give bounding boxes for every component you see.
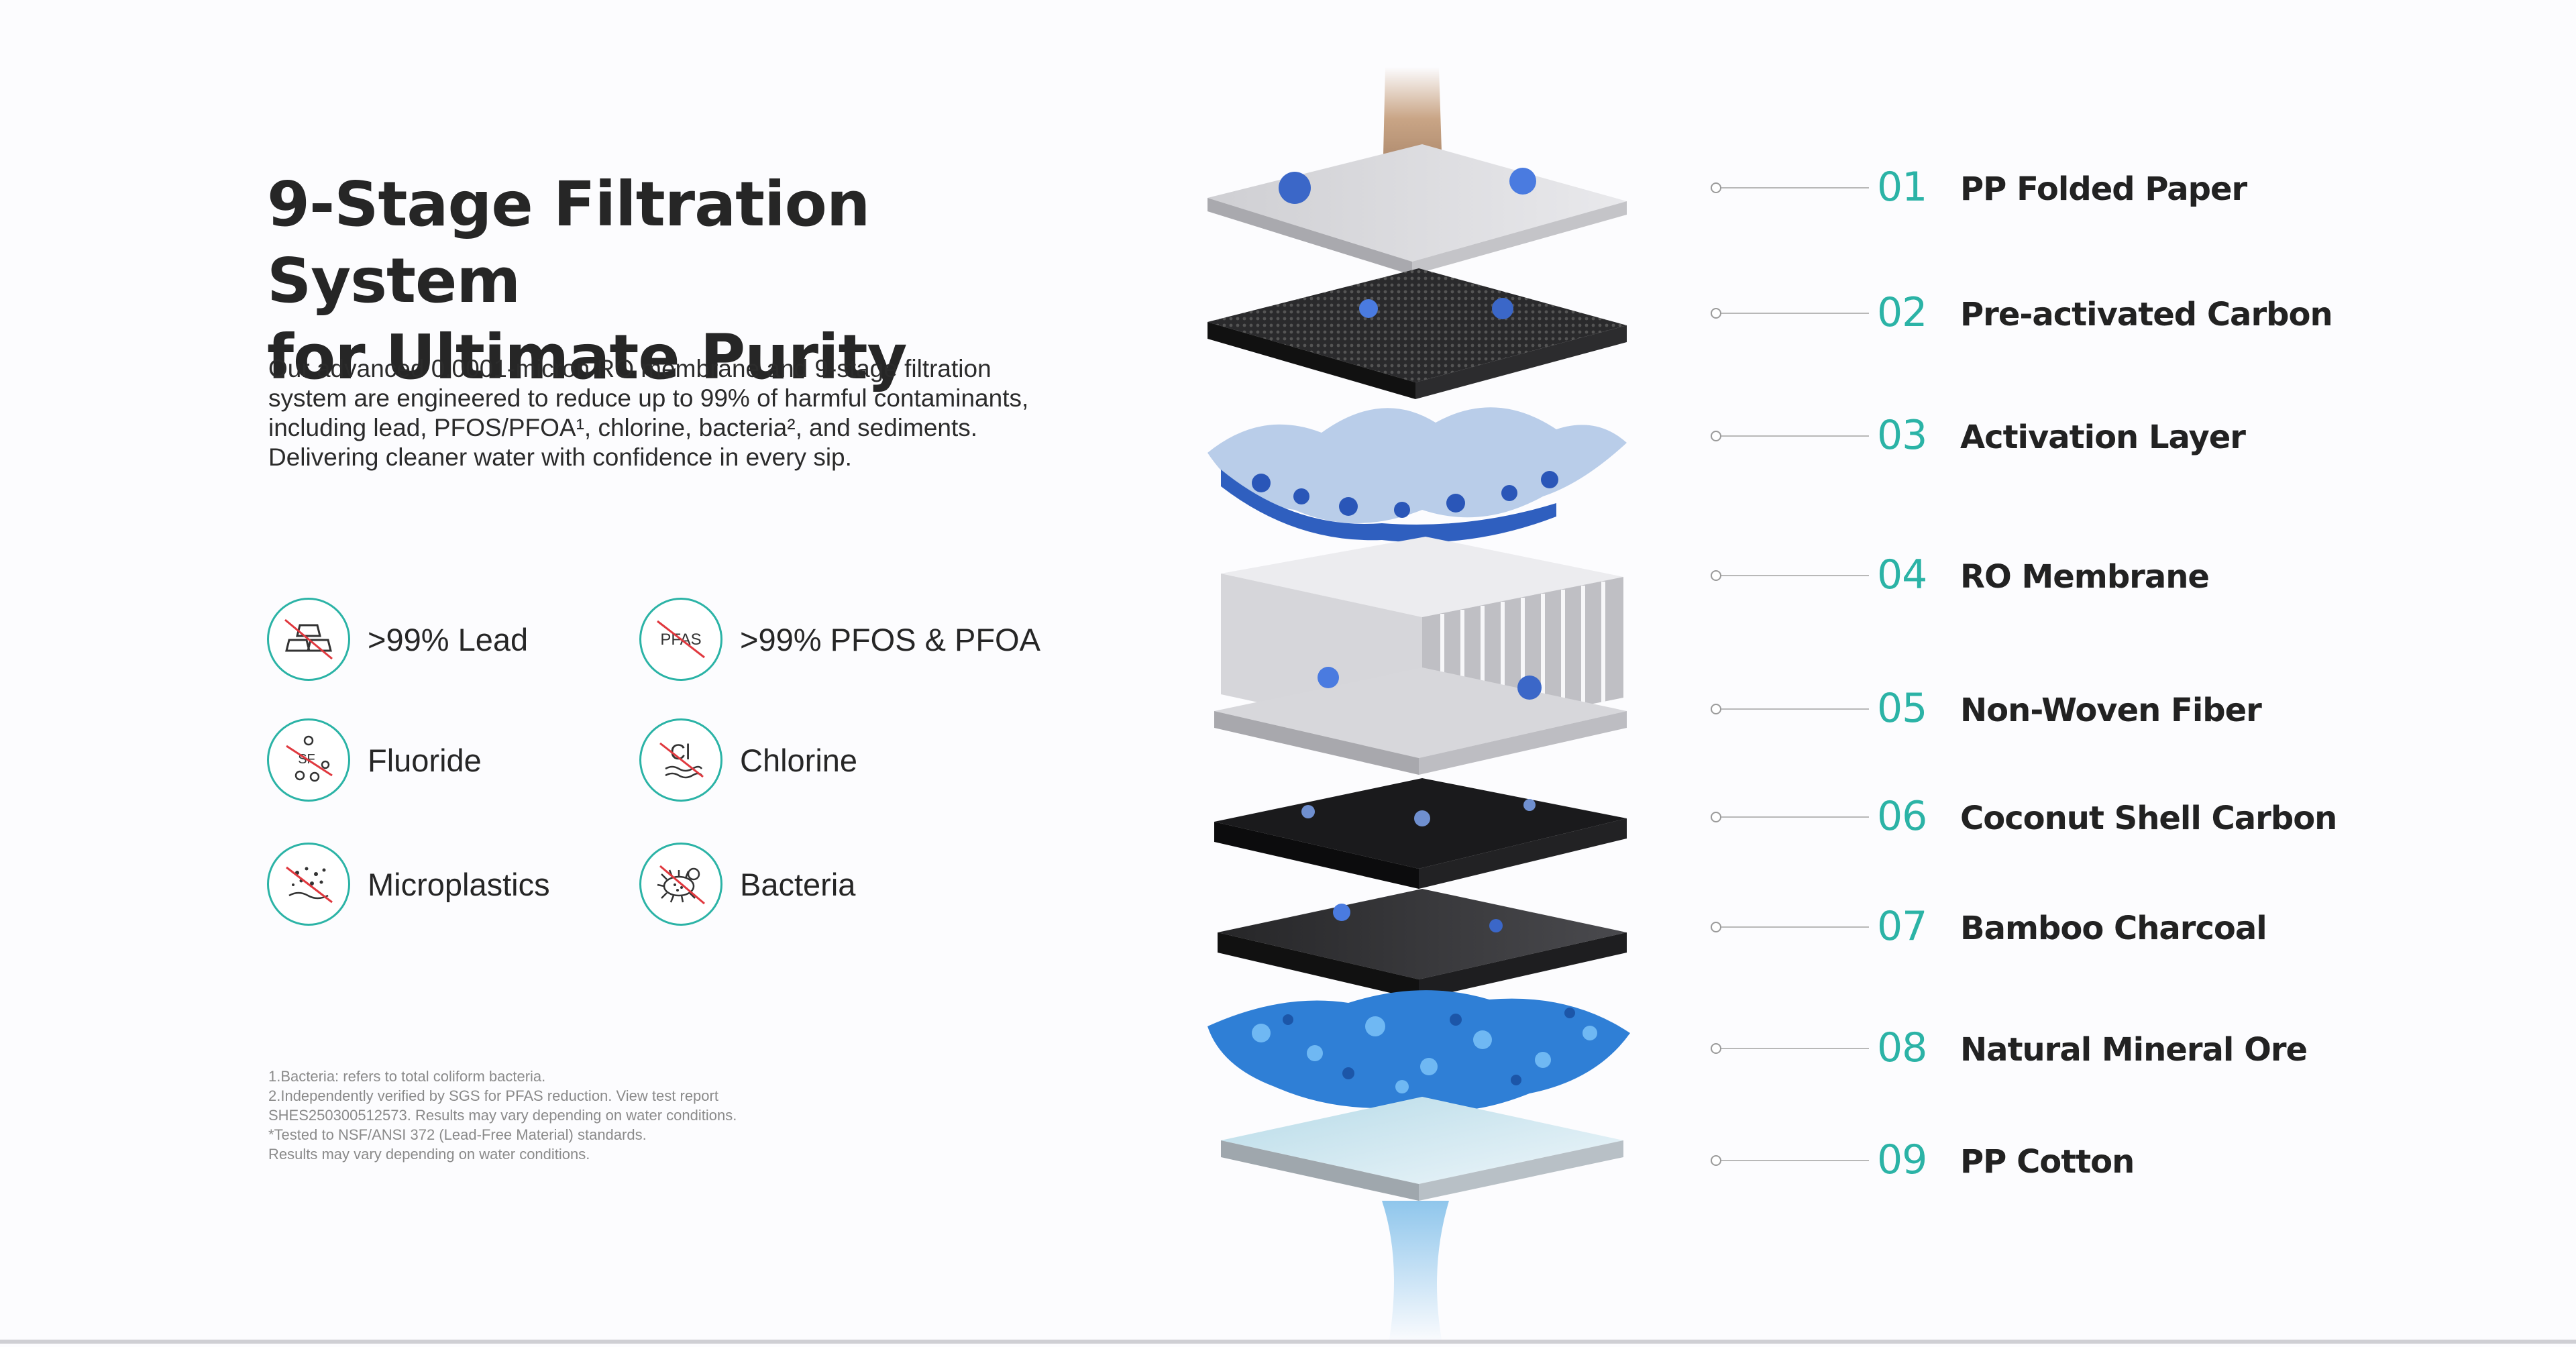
claim-label: >99% PFOS & PFOA <box>740 621 1040 657</box>
footnote-line: 1.Bacteria: refers to total coliform bac… <box>268 1068 546 1085</box>
claim-label: Bacteria <box>740 866 856 902</box>
title-line-1: 9-Stage Filtration System <box>267 168 870 317</box>
footnote-line: 2.Independently verified by SGS for PFAS… <box>268 1087 718 1104</box>
claim-label: Microplastics <box>368 866 550 902</box>
connector-line <box>1721 575 1869 576</box>
connector-dot <box>1711 182 1721 193</box>
stage-name: PP Folded Paper <box>1960 170 2247 208</box>
connector-dot <box>1711 1043 1721 1054</box>
stage-row: 01 PP Folded Paper <box>1704 161 2576 215</box>
layer-pre-activated-carbon <box>1208 268 1627 399</box>
filter-layers-svg <box>1208 67 1630 1344</box>
bacteria-icon <box>639 843 722 926</box>
connector-dot <box>1711 812 1721 822</box>
claim-microplastics: Microplastics <box>267 841 550 928</box>
claim-label: >99% Lead <box>368 621 529 657</box>
stage-number: 07 <box>1877 903 1927 950</box>
filter-layers-illustration <box>1181 67 1650 1344</box>
layer-non-woven-fiber <box>1214 667 1627 775</box>
connector-line <box>1721 1048 1869 1049</box>
stage-row: 03 Activation Layer <box>1704 409 2576 463</box>
connector-line <box>1721 313 1869 314</box>
stage-row: 02 Pre-activated Carbon <box>1704 286 2576 340</box>
stage-name: Non-Woven Fiber <box>1960 692 2262 729</box>
intro-paragraph: Our advanced 0.0001-micron RO membrane a… <box>268 355 1029 471</box>
connector-line <box>1721 708 1869 710</box>
stage-row: 07 Bamboo Charcoal <box>1704 900 2576 954</box>
claim-pfas: PFAS >99% PFOS & PFOA <box>639 596 1040 683</box>
claim-label: Chlorine <box>740 742 858 778</box>
stage-row: 06 Coconut Shell Carbon <box>1704 790 2576 844</box>
page-title: 9-Stage Filtration System for Ultimate P… <box>267 166 1112 396</box>
claim-chlorine: Cl Chlorine <box>639 716 857 804</box>
connector-line <box>1721 926 1869 928</box>
connector-line <box>1721 435 1869 437</box>
connector-line <box>1721 816 1869 818</box>
claim-bacteria: Bacteria <box>639 841 855 928</box>
connector-dot <box>1711 704 1721 714</box>
stage-number: 08 <box>1877 1024 1927 1071</box>
stage-row: 04 RO Membrane <box>1704 549 2576 602</box>
stage-number: 01 <box>1877 164 1927 211</box>
claim-fluoride: SF Fluoride <box>267 716 482 804</box>
layer-pp-folded-paper <box>1208 144 1627 275</box>
stage-number: 09 <box>1877 1136 1927 1183</box>
page-bottom-border <box>0 1340 2576 1344</box>
chlorine-icon-text: Cl <box>670 740 690 764</box>
footnote-line: Results may vary depending on water cond… <box>268 1146 590 1163</box>
contaminant-claims: >99% Lead PFAS >99% PFOS & PFOA <box>267 596 1139 931</box>
stage-row: 05 Non-Woven Fiber <box>1704 682 2576 736</box>
layer-natural-mineral-ore <box>1208 990 1630 1112</box>
connector-dot <box>1711 1155 1721 1166</box>
stage-name: RO Membrane <box>1960 558 2210 596</box>
connector-line <box>1721 1160 1869 1161</box>
stage-name: Activation Layer <box>1960 419 2246 456</box>
stage-number: 05 <box>1877 685 1927 732</box>
stage-name: PP Cotton <box>1960 1143 2135 1181</box>
stage-row: 09 PP Cotton <box>1704 1134 2576 1187</box>
filtration-stages-list: 01 PP Folded Paper 02 Pre-activated Carb… <box>1704 0 2576 1344</box>
stage-number: 02 <box>1877 289 1927 336</box>
stage-number: 04 <box>1877 551 1927 598</box>
connector-dot <box>1711 431 1721 441</box>
stage-name: Pre-activated Carbon <box>1960 296 2333 333</box>
pfas-icon: PFAS <box>639 598 722 681</box>
claim-label: Fluoride <box>368 742 482 778</box>
layer-coconut-shell-carbon <box>1214 778 1627 889</box>
footnotes: 1.Bacteria: refers to total coliform bac… <box>268 1067 939 1164</box>
connector-line <box>1721 187 1869 188</box>
lead-bars-icon <box>267 598 350 681</box>
title-line-2: for Ultimate Purity <box>267 321 908 393</box>
connector-dot <box>1711 570 1721 581</box>
layer-bamboo-charcoal <box>1218 889 1627 1000</box>
footnote-line: SHES250300512573. Results may vary depen… <box>268 1107 737 1124</box>
outgoing-water <box>1382 1201 1449 1344</box>
layer-activation <box>1208 407 1627 543</box>
stage-number: 03 <box>1877 412 1927 459</box>
stage-number: 06 <box>1877 793 1927 840</box>
stage-name: Natural Mineral Ore <box>1960 1031 2308 1069</box>
stage-name: Bamboo Charcoal <box>1960 910 2267 947</box>
stage-name: Coconut Shell Carbon <box>1960 800 2337 837</box>
chlorine-icon: Cl <box>639 718 722 802</box>
claim-lead: >99% Lead <box>267 596 528 683</box>
connector-dot <box>1711 308 1721 319</box>
fluoride-icon: SF <box>267 718 350 802</box>
footnote-line: *Tested to NSF/ANSI 372 (Lead-Free Mater… <box>268 1126 647 1143</box>
stage-row: 08 Natural Mineral Ore <box>1704 1022 2576 1075</box>
connector-dot <box>1711 922 1721 932</box>
layer-pp-cotton <box>1221 1097 1623 1201</box>
microplastics-icon <box>267 843 350 926</box>
